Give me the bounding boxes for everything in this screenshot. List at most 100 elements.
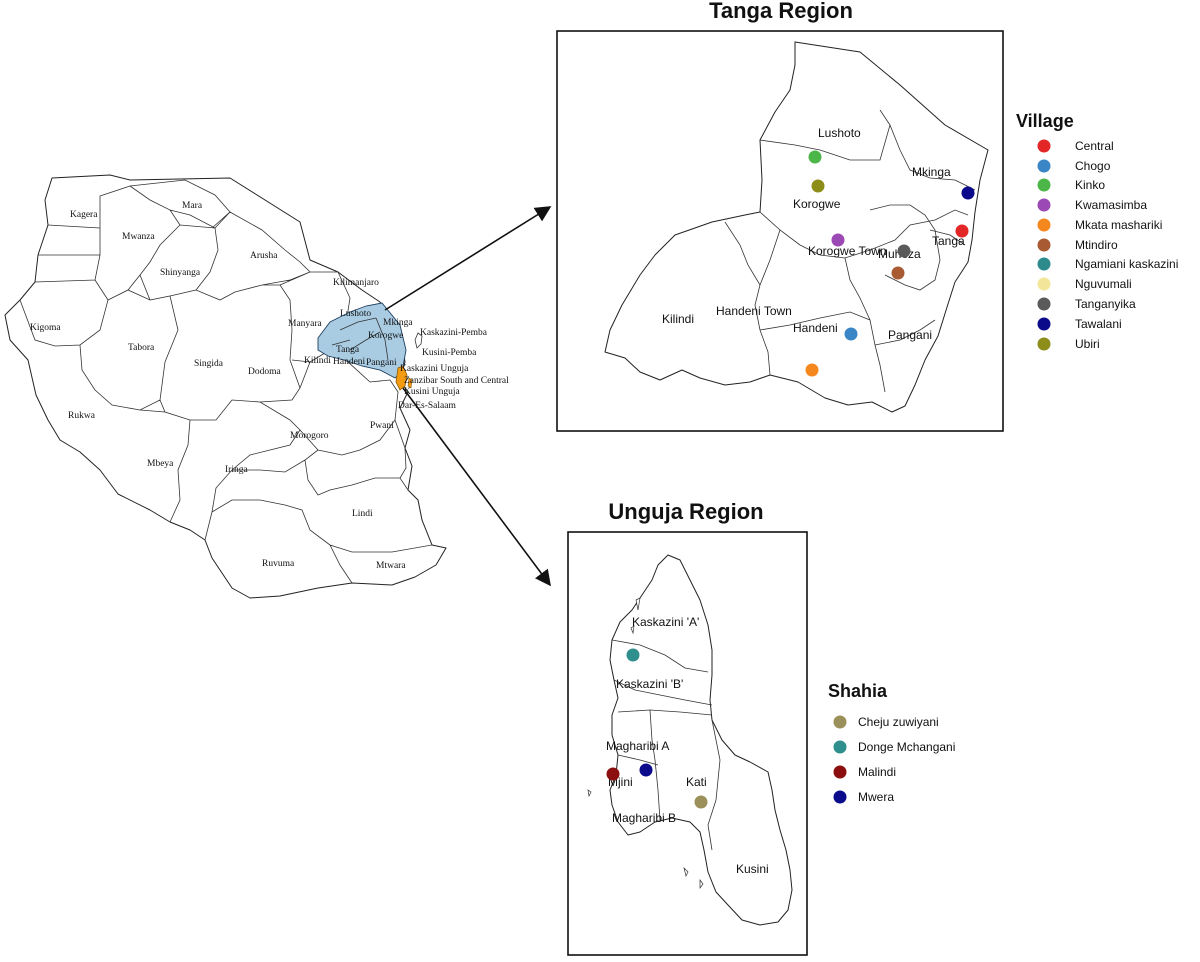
village-legend-label: Nguvumali <box>1075 277 1132 291</box>
shahia-legend-swatch <box>833 715 847 729</box>
region-label-rukwa: Rukwa <box>68 411 96 421</box>
district-label-kaskazini-b: Kaskazini 'B' <box>616 677 683 691</box>
village-legend-item: Tanganyika <box>1037 297 1136 311</box>
village-legend-label: Mkata mashariki <box>1075 218 1162 232</box>
tanzania-map: Kagera Mara Mwanza Shinyanga Arusha Kili… <box>4 174 509 599</box>
village-legend-swatch <box>1037 337 1051 351</box>
tanga-outline <box>604 41 989 413</box>
unguja-title: Unguja Region <box>608 499 763 524</box>
tanga-label-handeni: Handeni <box>333 357 366 367</box>
district-label-tanga: Tanga <box>932 234 965 248</box>
village-marker-tawalani <box>961 186 975 200</box>
village-legend-item: Ngamiani kaskazini <box>1037 257 1178 271</box>
tanga-label-pangani: Pangani <box>366 358 397 368</box>
district-label-korogwe: Korogwe <box>793 197 841 211</box>
village-legend-label: Central <box>1075 139 1114 153</box>
tanga-title: Tanga Region <box>709 0 853 23</box>
district-label-kilindi: Kilindi <box>662 312 694 326</box>
village-legend-item: Central <box>1037 139 1114 153</box>
village-marker-kwamasimba <box>831 233 845 247</box>
region-label-mwanza: Mwanza <box>122 232 155 242</box>
region-label-mbeya: Mbeya <box>147 459 174 469</box>
shahia-legend-label: Mwera <box>858 790 894 804</box>
region-label-iringa: Iringa <box>225 465 248 475</box>
region-label-kagera: Kagera <box>70 210 98 220</box>
tanga-district-boundaries <box>724 109 976 393</box>
unguja-island-highlight <box>395 365 408 391</box>
village-marker-mkata-mashariki <box>805 363 819 377</box>
region-label-morogoro: Morogoro <box>290 431 329 441</box>
village-marker-ubiri <box>811 179 825 193</box>
village-legend-swatch <box>1037 257 1051 271</box>
village-legend-swatch <box>1037 159 1051 173</box>
region-label-ruvuma: Ruvuma <box>262 559 295 569</box>
village-marker-kinko <box>808 150 822 164</box>
district-label-mkinga: Mkinga <box>912 165 951 179</box>
village-legend-swatch <box>1037 277 1051 291</box>
village-legend-swatch <box>1037 297 1051 311</box>
region-label-mtwara: Mtwara <box>376 561 406 571</box>
unguja-district-labels: Kaskazini 'A' Kaskazini 'B' Magharibi A … <box>606 615 769 876</box>
district-label-magharibi-a: Magharibi A <box>606 739 669 753</box>
shahia-legend-swatch <box>833 790 847 804</box>
region-label-kigoma: Kigoma <box>30 323 61 333</box>
region-label-tabora: Tabora <box>128 343 155 353</box>
village-legend-swatch <box>1037 218 1051 232</box>
village-legend-label: Ubiri <box>1075 337 1100 351</box>
shahia-marker-donge-mchangani <box>626 648 640 662</box>
village-legend-item: Kwamasimba <box>1037 198 1147 212</box>
shahia-legend-item: Cheju zuwiyani <box>833 715 939 729</box>
region-label-singida: Singida <box>194 359 224 369</box>
unguja-shahia-markers <box>606 648 708 809</box>
village-legend-swatch <box>1037 238 1051 252</box>
tanga-panel: Tanga Region Lushoto Mkinga Korogwe Koro… <box>556 0 1178 432</box>
shahia-legend-label: Cheju zuwiyani <box>858 715 939 729</box>
village-marker-mtindiro <box>891 266 905 280</box>
shahia-legend-label: Donge Mchangani <box>858 740 955 754</box>
village-legend-item: Chogo <box>1037 159 1111 173</box>
village-legend-label: Tawalani <box>1075 317 1122 331</box>
unguja-district-boundaries <box>611 639 721 851</box>
village-legend-label: Kwamasimba <box>1075 198 1147 212</box>
village-legend-item: Mkata mashariki <box>1037 218 1162 232</box>
shahia-marker-cheju-zuwiyani <box>694 795 708 809</box>
region-label-dodoma: Dodoma <box>248 367 282 377</box>
region-label-lindi: Lindi <box>352 509 373 519</box>
region-label-mara: Mara <box>182 201 203 211</box>
district-label-kusini: Kusini <box>736 862 769 876</box>
unguja-outline <box>609 554 793 926</box>
island-label-zanzibar-south-central: Zanzibar South and Central <box>404 376 509 386</box>
district-label-lushoto: Lushoto <box>818 126 861 140</box>
shahia-legend-swatch <box>833 740 847 754</box>
tanga-village-markers <box>805 150 975 377</box>
village-legend-swatch <box>1037 139 1051 153</box>
village-legend-label: Chogo <box>1075 159 1111 173</box>
district-label-kati: Kati <box>686 775 707 789</box>
district-label-magharibi-b: Magharibi B <box>612 811 676 825</box>
village-legend-item: Ubiri <box>1037 337 1100 351</box>
district-label-korogwe-town: Korogwe Town <box>808 244 887 258</box>
village-marker-chogo <box>844 327 858 341</box>
region-label-kilimanjaro: Kilimanjaro <box>333 278 379 288</box>
tanga-label-kilindi: Kilindi <box>304 356 331 366</box>
island-label-kusini-pemba: Kusini-Pemba <box>422 348 477 358</box>
village-legend-item: Kinko <box>1037 178 1105 192</box>
island-label-kaskazini-pemba: Kaskazini-Pemba <box>420 328 488 338</box>
tanzania-outline <box>4 174 447 599</box>
region-label-arusha: Arusha <box>250 251 278 261</box>
unguja-panel: Unguja Region Kaskazini 'A' Kaskazini 'B… <box>567 499 955 956</box>
shahia-legend-item: Malindi <box>833 765 896 779</box>
shahia-legend-item: Donge Mchangani <box>833 740 955 754</box>
district-label-handeni: Handeni <box>793 321 838 335</box>
district-label-kaskazini-a: Kaskazini 'A' <box>632 615 699 629</box>
village-legend-item: Mtindiro <box>1037 238 1118 252</box>
region-label-manyara: Manyara <box>288 319 323 329</box>
village-legend-title: Village <box>1016 111 1074 131</box>
island-label-kaskazini-unguja: Kaskazini Unguja <box>400 364 469 374</box>
village-legend-swatch <box>1037 178 1051 192</box>
region-label-shinyanga: Shinyanga <box>160 268 201 278</box>
arrow-to-unguja <box>402 387 551 587</box>
village-legend-swatch <box>1037 198 1051 212</box>
shahia-legend-label: Malindi <box>858 765 896 779</box>
